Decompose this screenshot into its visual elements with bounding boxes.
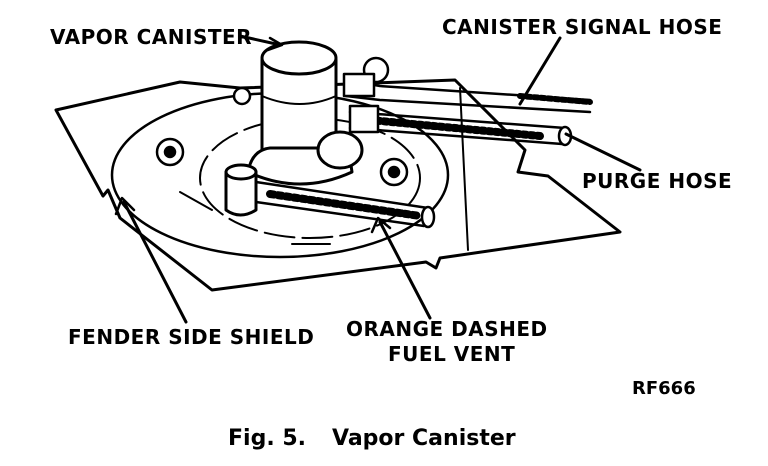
figure-title: Vapor Canister <box>332 426 516 451</box>
label-canister-signal-hose: CANISTER SIGNAL HOSE <box>442 15 723 39</box>
leader-lines <box>114 34 642 324</box>
leader-signal-hose <box>518 36 562 106</box>
label-purge-hose: PURGE HOSE <box>582 169 733 193</box>
leader-fender-shield <box>122 200 188 324</box>
label-fuel-vent: FUEL VENT <box>388 342 516 366</box>
label-orange-dashed: ORANGE DASHED <box>346 317 548 341</box>
fender-shield-plate <box>54 78 622 292</box>
label-vapor-canister: VAPOR CANISTER <box>50 25 253 49</box>
label-fender-side-shield: FENDER SIDE SHIELD <box>68 325 315 349</box>
purge-hose <box>348 104 573 147</box>
leader-purge-hose <box>564 132 642 172</box>
canister-signal-hose <box>342 72 593 114</box>
leader-fuel-vent <box>378 220 432 320</box>
leader-vapor-canister <box>238 34 278 46</box>
figure-caption: Fig. 5. Vapor Canister <box>228 426 542 451</box>
figure-number: Fig. 5. <box>228 426 306 451</box>
mounting-bolts <box>155 56 409 187</box>
reference-code: RF666 <box>632 378 696 399</box>
canister-body <box>246 40 364 186</box>
ring-arrow-2 <box>179 191 213 211</box>
plate-ridge <box>459 87 469 251</box>
fuel-vent-hose <box>254 180 436 229</box>
lower-cup <box>224 163 258 217</box>
